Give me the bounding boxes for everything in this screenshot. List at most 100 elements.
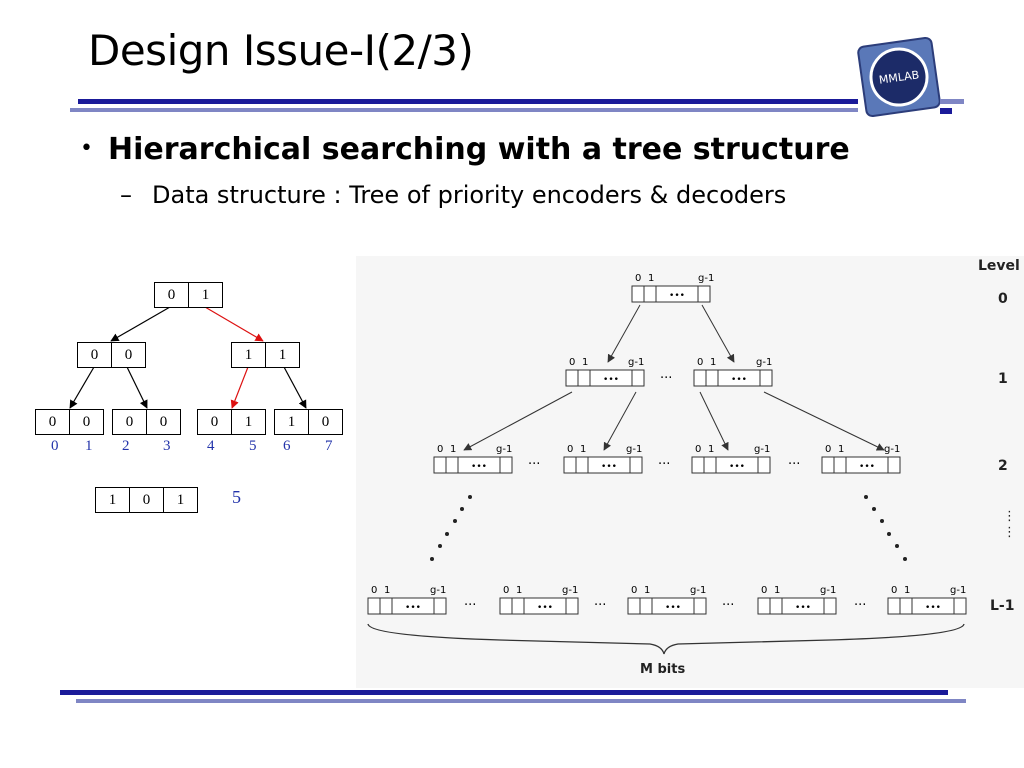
svg-text:0: 0 [695,444,701,455]
svg-text:0: 0 [503,585,509,596]
dash-icon: – [120,181,132,209]
tree-node: ••• 0 1 g-1 [367,585,447,615]
top-divider-dark [78,99,858,104]
svg-text:0: 0 [891,585,897,596]
top-divider-light [70,108,858,112]
bottom-divider-dark [60,690,948,695]
main-bullet-text: Hierarchical searching with a tree struc… [108,132,850,167]
leaf-index: 4 [207,438,215,454]
svg-text:1: 1 [384,585,390,596]
svg-text:···: ··· [788,457,800,472]
svg-text:0: 0 [569,357,575,368]
node-bit: 1 [275,410,309,434]
sub-bullet: –Data structure : Tree of priority encod… [120,181,786,209]
svg-text:1: 1 [710,357,716,368]
svg-text:•••: ••• [471,462,487,472]
svg-text:0: 0 [761,585,767,596]
tree-node: ••• 0 1 g-1 [757,585,837,615]
svg-text:•••: ••• [731,375,747,385]
svg-text:g-1: g-1 [690,585,706,596]
leaf-node-1: 0 0 [112,409,181,435]
leaf-index: 3 [163,438,171,454]
node-bit: 0 [321,414,330,430]
svg-text:g-1: g-1 [626,444,642,455]
svg-text:···: ··· [854,598,866,613]
tree-node: ••• 0 1 g-1 [887,585,967,615]
svg-text:0: 0 [567,444,573,455]
level1-node-right: 1 1 [231,342,300,368]
svg-text:1: 1 [450,444,456,455]
svg-text:g-1: g-1 [754,444,770,455]
svg-text:g-1: g-1 [698,273,714,284]
svg-text:g-1: g-1 [562,585,578,596]
svg-text:1: 1 [904,585,910,596]
node-bit: 0 [78,343,112,367]
top-divider-dark-right [940,99,964,104]
leaf-index: 5 [249,438,257,454]
svg-text:1: 1 [838,444,844,455]
svg-text:0: 0 [631,585,637,596]
root-bit-1: 1 [201,287,210,303]
level-header: Level [978,258,1020,274]
result-bits: 1 0 1 [95,487,198,513]
svg-text:g-1: g-1 [820,585,836,596]
result-bit: 0 [130,488,164,512]
tree-node: ••• 0 1 g-1 [821,444,901,474]
mmlab-logo: MMLAB [857,36,941,118]
svg-text:•••: ••• [405,603,421,613]
m-bits-brace [367,623,965,655]
tree-node: ••• 0 1 g-1 [433,444,513,474]
result-bit: 1 [176,492,185,508]
svg-text:···: ··· [594,598,606,613]
tree-node: ••• 0 1 g-1 [499,585,579,615]
svg-text:g-1: g-1 [950,585,966,596]
tree-node: ••• 0 1 g-1 [563,444,643,474]
page-title: Design Issue-I(2/3) [88,26,474,75]
result-value: 5 [232,487,241,507]
leaf-node-2: 0 1 [197,409,266,435]
node-bit: 0 [124,347,133,363]
svg-text:0: 0 [437,444,443,455]
leaf-index: 0 [51,438,59,454]
scanned-tree-figure: Level 0 1 2 ⋮ ⋮ L-1 ••• 0 1 g-1 ••• 0 1 … [356,256,1024,688]
svg-text:•••: ••• [665,603,681,613]
svg-text:g-1: g-1 [430,585,446,596]
dotted-continuation-left [430,495,472,561]
svg-text:0: 0 [697,357,703,368]
level-label: L-1 [990,598,1014,614]
result-bit: 1 [96,488,130,512]
svg-text:···: ··· [722,598,734,613]
edge-l1b-right [283,366,307,409]
logo-text: MMLAB [878,68,920,87]
svg-text:•••: ••• [603,375,619,385]
level-vdots: ⋮ [1003,525,1016,540]
svg-text:···: ··· [464,598,476,613]
svg-text:g-1: g-1 [884,444,900,455]
svg-text:•••: ••• [729,462,745,472]
root-node: 0 1 [154,282,223,308]
leaf-index: 6 [283,438,291,454]
tree-node: ••• 0 1 g-1 [691,444,771,474]
svg-text:1: 1 [516,585,522,596]
node-bit: 0 [82,414,91,430]
edge-root-right [204,306,264,342]
svg-text:g-1: g-1 [628,357,644,368]
edge-l1b-left [230,366,249,409]
svg-text:•••: ••• [859,462,875,472]
level1-node-left: 0 0 [77,342,146,368]
bottom-divider-light [76,699,966,703]
node-bit: 1 [278,347,287,363]
m-bits-label: M bits [640,662,685,677]
bullet-dot-icon: • [80,136,93,161]
svg-text:1: 1 [644,585,650,596]
svg-text:1: 1 [708,444,714,455]
edge-l1a-left [69,366,95,409]
level-label: 2 [998,458,1008,474]
node-bit: 0 [113,410,147,434]
sub-bullet-text: Data structure : Tree of priority encode… [152,181,787,209]
level-label: 0 [998,291,1008,307]
tree-node: ••• 0 1 g-1 [627,585,707,615]
svg-text:1: 1 [774,585,780,596]
svg-text:1: 1 [582,357,588,368]
